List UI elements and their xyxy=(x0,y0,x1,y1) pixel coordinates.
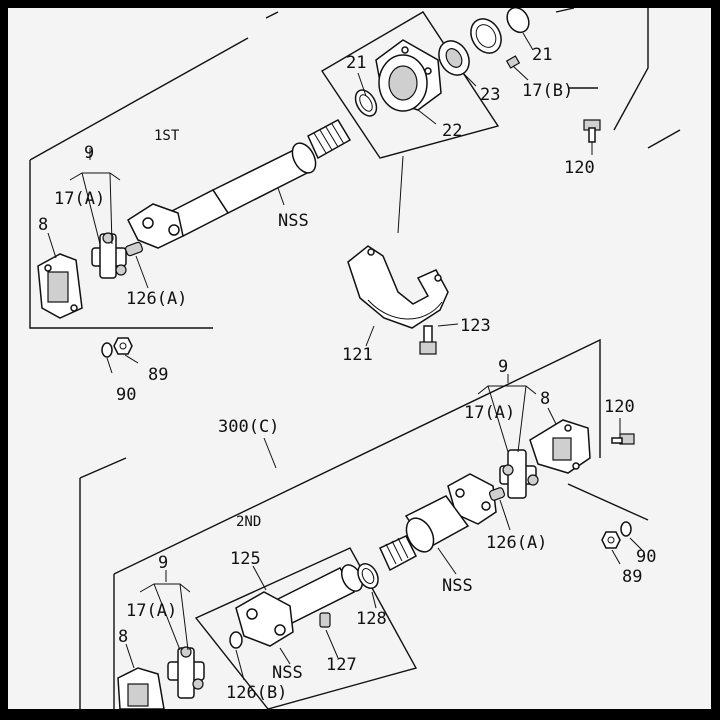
bottom-flange-8 xyxy=(117,667,165,709)
bracket-leader-lines xyxy=(365,323,459,347)
label-17b: 17(B) xyxy=(522,81,573,101)
label-2nd: 2ND xyxy=(236,514,261,530)
lower-nut-89 xyxy=(601,531,621,549)
upper-spider-joint xyxy=(91,232,127,279)
label-125: 125 xyxy=(230,549,261,569)
center-bearing-22 xyxy=(375,39,442,112)
label-126b: 126(B) xyxy=(226,683,287,703)
label-120-lower: 120 xyxy=(604,397,635,417)
lower-bolt-126a xyxy=(488,487,506,501)
propeller-shaft-parts-diagram: 21 21 22 23 17(B) 120 1ST 9 17(A) 8 NSS … xyxy=(29,8,681,709)
label-22: 22 xyxy=(442,121,462,141)
bottom-yoke xyxy=(235,591,294,647)
bottom-ring-128 xyxy=(357,563,379,589)
label-128: 128 xyxy=(356,609,387,629)
bolt-120-upper xyxy=(583,119,601,143)
label-300c: 300(C) xyxy=(218,417,279,437)
lower-flange-8 xyxy=(529,419,591,474)
upper-nut-89 xyxy=(113,337,133,355)
upper-bolt-126a xyxy=(125,241,143,257)
label-17a-upper: 17(A) xyxy=(54,189,105,209)
lower-leader-lines xyxy=(125,374,643,681)
upper-shaft-tube xyxy=(166,119,352,237)
bottom-spider-joint xyxy=(167,646,205,699)
bottom-washer-126b xyxy=(229,631,243,649)
lower-bolt-120 xyxy=(611,433,635,445)
bottom-nipple-127 xyxy=(319,612,331,628)
seal-21-right xyxy=(506,8,530,34)
bracket-121 xyxy=(347,245,449,329)
diagram-frame: 21 21 22 23 17(B) 120 1ST 9 17(A) 8 NSS … xyxy=(8,8,711,709)
label-21-left: 21 xyxy=(346,53,366,73)
collar-ring xyxy=(470,18,502,54)
lower-assembly-outline xyxy=(79,338,649,709)
center-bearing-inset xyxy=(321,11,500,159)
label-90-upper: 90 xyxy=(116,385,136,405)
label-21-right: 21 xyxy=(532,45,552,65)
label-89-upper: 89 xyxy=(148,365,168,385)
lower-spider-joint xyxy=(499,449,539,499)
seal-21-left xyxy=(354,89,378,117)
label-1st: 1ST xyxy=(154,128,180,144)
upper-washer-90 xyxy=(101,342,113,358)
label-8-upper: 8 xyxy=(38,215,48,235)
label-9-bottom: 9 xyxy=(158,553,168,573)
bolt-123 xyxy=(419,325,437,355)
upper-flange-8 xyxy=(37,253,83,319)
upper-assembly-outline xyxy=(29,8,681,329)
label-9-upper: 9 xyxy=(84,143,94,163)
label-120-upper: 120 xyxy=(564,158,595,178)
lower-slip-sleeve xyxy=(379,495,470,572)
label-17a-lower: 17(A) xyxy=(464,403,515,423)
label-9-lower: 9 xyxy=(498,357,508,377)
grease-nipple-17b xyxy=(505,55,521,69)
upper-yoke xyxy=(127,203,184,249)
label-8-lower: 8 xyxy=(540,389,550,409)
label-nss-upper: NSS xyxy=(278,211,309,231)
label-17a-bottom: 17(A) xyxy=(126,601,177,621)
label-126a-upper: 126(A) xyxy=(126,289,187,309)
label-127: 127 xyxy=(326,655,357,675)
upper-leader-lines xyxy=(47,32,593,374)
label-121: 121 xyxy=(342,345,373,365)
label-nss-lower: NSS xyxy=(442,576,473,596)
label-126a-lower: 126(A) xyxy=(486,533,547,553)
label-89-lower: 89 xyxy=(622,567,642,587)
lower-washer-90 xyxy=(620,521,632,537)
bearing-23 xyxy=(438,40,470,76)
label-123: 123 xyxy=(460,316,491,336)
label-23: 23 xyxy=(480,85,500,105)
label-nss-bottom: NSS xyxy=(272,663,303,683)
label-90-lower: 90 xyxy=(636,547,656,567)
label-8-bottom: 8 xyxy=(118,627,128,647)
